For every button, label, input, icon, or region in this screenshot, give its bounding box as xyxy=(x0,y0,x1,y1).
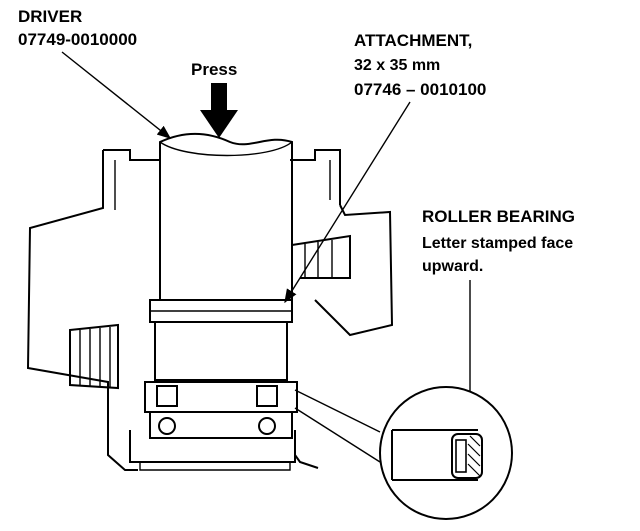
roller-note-line2-text: upward. xyxy=(422,258,483,275)
roller-bearing-name-text: ROLLER BEARING xyxy=(422,207,575,226)
driver-name-text: DRIVER xyxy=(18,7,82,26)
attachment-name-text: ATTACHMENT, xyxy=(354,31,472,50)
roller-note-line1-text: Letter stamped face xyxy=(422,235,573,252)
detail-guide-upper xyxy=(294,389,381,433)
bearing-detail-magnifier xyxy=(379,386,513,520)
attachment-label: ATTACHMENT, 32 x 35 mm 07746 – 0010100 xyxy=(354,31,486,99)
attachment-size-text: 32 x 35 mm xyxy=(354,57,440,74)
attachment-leader-line xyxy=(284,101,411,304)
attachment-part-number-text: 07746 – 0010100 xyxy=(354,80,486,99)
driver-tool xyxy=(159,132,293,301)
attachment-tool xyxy=(149,299,293,381)
driver-part-number-text: 07749-0010000 xyxy=(18,30,137,49)
roller-bearing-label: ROLLER BEARING Letter stamped face upwar… xyxy=(422,207,575,275)
driver-leader-line xyxy=(61,51,172,139)
press-text: Press xyxy=(191,60,237,79)
roller-bearing-in-housing xyxy=(144,381,298,439)
press-arrow-icon xyxy=(200,83,238,138)
press-label: Press xyxy=(191,60,237,79)
transmission-housing xyxy=(26,149,394,471)
detail-guide-lower xyxy=(294,407,381,463)
driver-label: DRIVER 07749-0010000 xyxy=(18,7,137,49)
